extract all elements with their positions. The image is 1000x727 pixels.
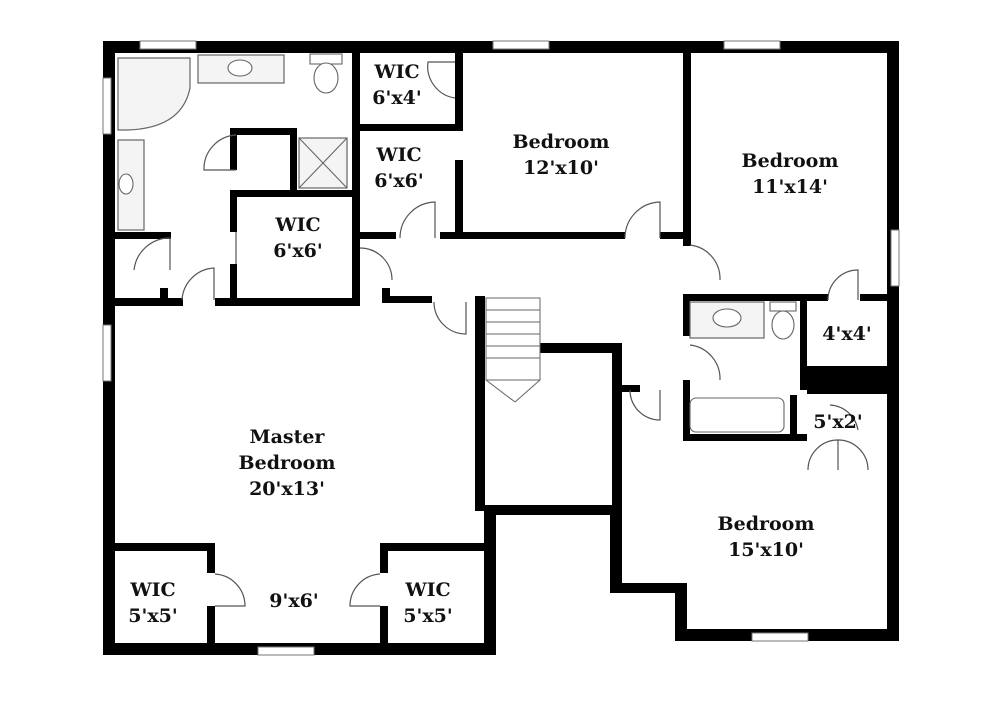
bedroom-b-name: Bedroom bbox=[742, 150, 839, 172]
wic-bath-name: WIC bbox=[274, 214, 320, 236]
shower-icon bbox=[298, 137, 348, 189]
door-swing-icon bbox=[133, 61, 869, 607]
bedroom-c-size: 15'x10' bbox=[728, 539, 804, 561]
closet-5x2-size: 5'x2' bbox=[813, 411, 862, 433]
bedroom-a-size: 12'x10' bbox=[523, 157, 599, 179]
stairs-icon bbox=[485, 297, 541, 403]
closet-4x4-size: 4'x4' bbox=[822, 323, 871, 345]
wic-right-size: 5'x5' bbox=[403, 605, 452, 627]
master-size: 20'x13' bbox=[249, 478, 325, 500]
window-icon bbox=[102, 40, 900, 656]
toilet-icon bbox=[309, 53, 797, 340]
bedroom-b-size: 11'x14' bbox=[752, 176, 828, 198]
hall-size: 9'x6' bbox=[269, 590, 318, 612]
wic-bath-size: 6'x6' bbox=[273, 240, 322, 262]
wic-right-name: WIC bbox=[404, 579, 450, 601]
wic-top-size: 6'x4' bbox=[372, 87, 421, 109]
wic-mid-name: WIC bbox=[375, 144, 421, 166]
walls bbox=[103, 41, 899, 655]
bedroom-c-name: Bedroom bbox=[718, 513, 815, 535]
sink-icon bbox=[118, 54, 765, 339]
master-name-line1: Master bbox=[250, 426, 326, 448]
master-name-line2: Bedroom bbox=[239, 452, 336, 474]
wic-top-name: WIC bbox=[373, 61, 419, 83]
bedroom-a-name: Bedroom bbox=[513, 131, 610, 153]
wic-left-name: WIC bbox=[129, 579, 175, 601]
wic-mid-size: 6'x6' bbox=[374, 170, 423, 192]
wic-left-size: 5'x5' bbox=[128, 605, 177, 627]
